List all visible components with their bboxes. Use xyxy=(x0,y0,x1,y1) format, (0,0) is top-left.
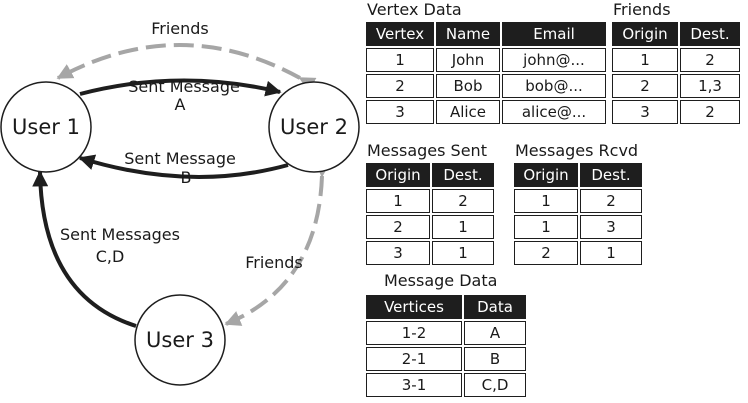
node-user1: User 1 xyxy=(0,81,92,173)
table-cell: 2 xyxy=(612,74,678,98)
table-cell: 3-1 xyxy=(366,373,462,397)
table-row: 1 John john@... xyxy=(366,48,606,72)
sent-message-a-edge xyxy=(79,78,282,97)
table-cell: Bob xyxy=(436,74,500,98)
sent-messages-cd-edge xyxy=(32,170,137,328)
vertex-data-title: Vertex Data xyxy=(367,0,462,19)
table-row: 2 1,3 xyxy=(612,74,740,98)
table-header: Origin xyxy=(514,163,578,187)
messages-rcvd-title: Messages Rcvd xyxy=(515,141,639,160)
table-header: Dest. xyxy=(432,163,494,187)
user-graph: User 1 User 2 User 3 Friends Sent Messag… xyxy=(0,19,360,386)
message-data-table: Vertices Data 1-2 A 2-1 B 3-1 C,D xyxy=(364,293,528,399)
table-cell: 2 xyxy=(432,189,494,213)
table-cell: bob@... xyxy=(502,74,606,98)
table-row: 3-1 C,D xyxy=(366,373,526,397)
sent-message-b-label-line1: Sent Message xyxy=(124,149,236,168)
table-row: 2-1 B xyxy=(366,347,526,371)
friends-edge-user2-user3 xyxy=(224,161,331,326)
table-cell: 2 xyxy=(366,215,430,239)
table-cell: 3 xyxy=(580,215,642,239)
table-cell: 3 xyxy=(366,241,430,265)
table-row: 1 3 xyxy=(514,215,642,239)
table-cell: 1-2 xyxy=(366,321,462,345)
table-row: 2 1 xyxy=(514,241,642,265)
node-user2: User 2 xyxy=(268,81,360,173)
friends-edge-user1-user2 xyxy=(56,43,317,92)
table-cell: 1 xyxy=(366,48,434,72)
table-cell: C,D xyxy=(464,373,526,397)
messages-sent-table: Origin Dest. 1 2 2 1 3 1 xyxy=(364,161,496,267)
table-header: Data xyxy=(464,295,526,319)
table-row: 3 Alice alice@... xyxy=(366,100,606,124)
table-cell: A xyxy=(464,321,526,345)
table-header: Name xyxy=(436,22,500,46)
messages-rcvd-table: Origin Dest. 1 2 1 3 2 1 xyxy=(512,161,644,267)
table-cell: 2-1 xyxy=(366,347,462,371)
table-header: Dest. xyxy=(580,163,642,187)
table-cell: 2 xyxy=(680,100,740,124)
sent-messages-cd-label-line2: C,D xyxy=(96,247,125,266)
table-cell: 1 xyxy=(580,241,642,265)
table-cell: 3 xyxy=(366,100,434,124)
sent-message-b-label-line2: B xyxy=(181,168,192,187)
table-header: Origin xyxy=(366,163,430,187)
friends-top-label: Friends xyxy=(151,19,209,38)
table-row: 1 2 xyxy=(612,48,740,72)
table-cell: 1 xyxy=(612,48,678,72)
table-row: 1 2 xyxy=(514,189,642,213)
table-row: 2 1 xyxy=(366,215,494,239)
messages-sent-title: Messages Sent xyxy=(367,141,487,160)
table-cell: John xyxy=(436,48,500,72)
table-row: 2 Bob bob@... xyxy=(366,74,606,98)
table-cell: alice@... xyxy=(502,100,606,124)
table-cell: 3 xyxy=(612,100,678,124)
table-cell: B xyxy=(464,347,526,371)
node-user3-label: User 3 xyxy=(146,328,214,352)
table-row: 3 1 xyxy=(366,241,494,265)
node-user3: User 3 xyxy=(134,294,226,386)
sent-message-a-label-line2: A xyxy=(175,95,186,114)
friends-table-title: Friends xyxy=(613,0,671,19)
friends-right-label: Friends xyxy=(245,253,303,272)
table-cell: 2 xyxy=(680,48,740,72)
table-cell: 2 xyxy=(514,241,578,265)
table-header: Origin xyxy=(612,22,678,46)
table-cell: 1 xyxy=(432,241,494,265)
table-cell: 1,3 xyxy=(680,74,740,98)
table-header: Email xyxy=(502,22,606,46)
table-cell: 1 xyxy=(514,189,578,213)
table-row: 1 2 xyxy=(366,189,494,213)
message-data-title: Message Data xyxy=(384,271,498,290)
table-header: Vertex xyxy=(366,22,434,46)
node-user2-label: User 2 xyxy=(280,115,348,139)
table-cell: Alice xyxy=(436,100,500,124)
table-cell: 1 xyxy=(366,189,430,213)
table-cell: 2 xyxy=(366,74,434,98)
table-row: 3 2 xyxy=(612,100,740,124)
table-cell: john@... xyxy=(502,48,606,72)
table-cell: 1 xyxy=(514,215,578,239)
table-row: 1-2 A xyxy=(366,321,526,345)
vertex-data-table: Vertex Name Email 1 John john@... 2 Bob … xyxy=(364,20,608,126)
table-header: Vertices xyxy=(366,295,462,319)
table-cell: 1 xyxy=(432,215,494,239)
table-cell: 2 xyxy=(580,189,642,213)
table-header: Dest. xyxy=(680,22,740,46)
friends-table: Origin Dest. 1 2 2 1,3 3 2 xyxy=(610,20,742,126)
sent-messages-cd-label-line1: Sent Messages xyxy=(60,225,180,244)
node-user1-label: User 1 xyxy=(12,115,80,139)
sent-message-a-label-line1: Sent Message xyxy=(128,77,240,96)
